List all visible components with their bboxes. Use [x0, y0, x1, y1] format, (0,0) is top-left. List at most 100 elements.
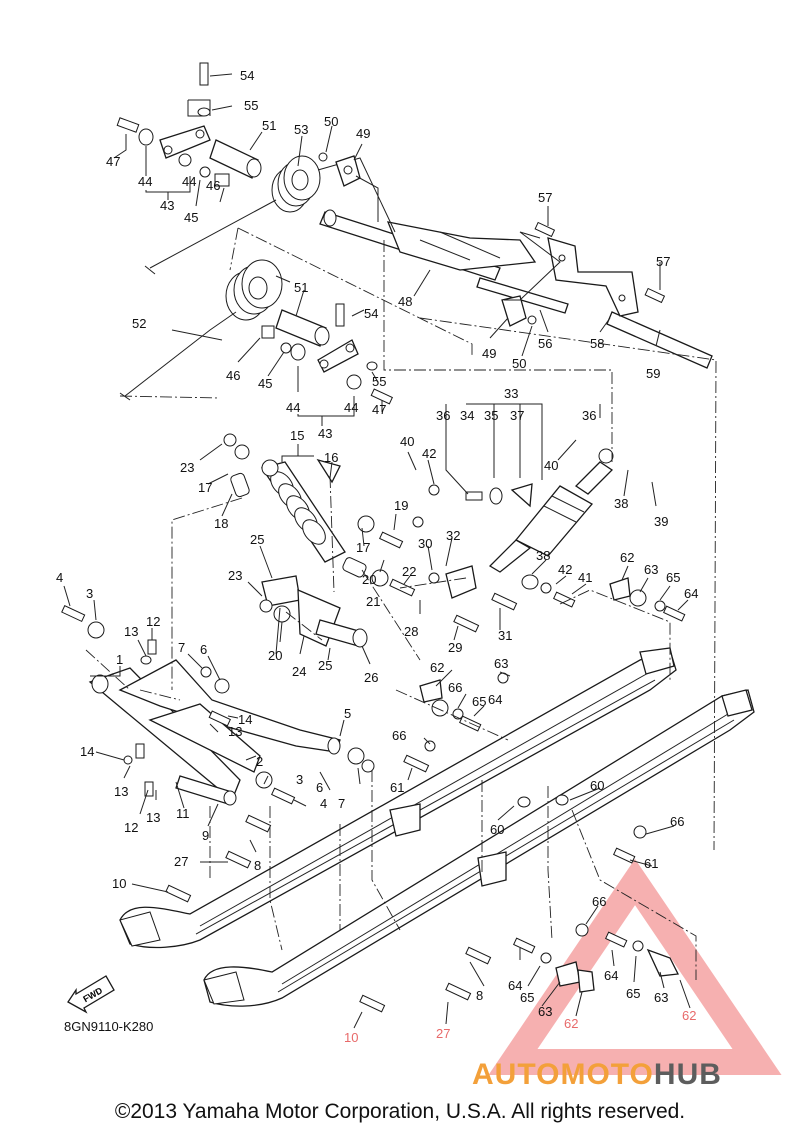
- slide-rail-left: [119, 647, 677, 949]
- callout-25: 25: [250, 532, 264, 547]
- callout-60: 60: [590, 778, 604, 793]
- callout-16: 16: [324, 450, 338, 465]
- callout-12: 12: [124, 820, 138, 835]
- callout-1: 1: [116, 652, 123, 667]
- callout-64: 64: [508, 978, 522, 993]
- callout-13: 13: [146, 810, 160, 825]
- callout-46: 46: [206, 178, 220, 193]
- callout-47: 47: [372, 402, 386, 417]
- callout-52: 52: [132, 316, 146, 331]
- callout-54: 54: [240, 68, 254, 83]
- rear-shock-absorber: [465, 448, 614, 573]
- rail-hardware: [165, 794, 679, 1013]
- callout-9: 9: [202, 828, 209, 843]
- callout-10: 10: [112, 876, 126, 891]
- callout-65: 65: [472, 694, 486, 709]
- callout-12: 12: [146, 614, 160, 629]
- callout-56: 56: [538, 336, 552, 351]
- callout-65: 65: [520, 990, 534, 1005]
- callout-13: 13: [124, 624, 138, 639]
- callout-7: 7: [178, 640, 185, 655]
- callout-31: 31: [498, 628, 512, 643]
- callout-66: 66: [592, 894, 606, 909]
- front-shock-absorber: [260, 458, 346, 563]
- callout-64: 64: [488, 692, 502, 707]
- callout-63: 63: [538, 1004, 552, 1019]
- fwd-arrow: FWD: [67, 975, 115, 1014]
- callout-38: 38: [614, 496, 628, 511]
- callout-64: 64: [604, 968, 618, 983]
- callout-61: 61: [644, 856, 658, 871]
- front-arm-assembly: [61, 605, 375, 806]
- callout-46: 46: [226, 368, 240, 383]
- callout-65: 65: [626, 986, 640, 1001]
- callout-3: 3: [86, 586, 93, 601]
- callout-53: 53: [294, 122, 308, 137]
- callout-62: 62: [682, 1008, 696, 1023]
- callout-33: 33: [504, 386, 518, 401]
- callout-14: 14: [80, 744, 94, 759]
- callout-2: 2: [256, 754, 263, 769]
- callout-23: 23: [228, 568, 242, 583]
- callout-54: 54: [364, 306, 378, 321]
- callout-51: 51: [294, 280, 308, 295]
- callout-37: 37: [510, 408, 524, 423]
- dashed-reference-lines: [85, 227, 717, 980]
- torsion-spring-right: [144, 155, 396, 275]
- callout-4: 4: [56, 570, 63, 585]
- leader-lines: [63, 73, 691, 1029]
- callout-25: 25: [318, 658, 332, 673]
- callout-36: 36: [582, 408, 596, 423]
- callout-3: 3: [296, 772, 303, 787]
- callout-20: 20: [268, 648, 282, 663]
- callout-13: 13: [228, 724, 242, 739]
- callout-60: 60: [490, 822, 504, 837]
- callout-63: 63: [644, 562, 658, 577]
- callout-11: 11: [176, 806, 190, 821]
- watermark-text: AUTOMOTOHUB: [472, 1058, 722, 1091]
- callout-24: 24: [292, 664, 306, 679]
- callout-28: 28: [404, 624, 418, 639]
- callout-17: 17: [356, 540, 370, 555]
- linkage-parts: [223, 433, 686, 773]
- callout-48: 48: [398, 294, 412, 309]
- callout-43: 43: [318, 426, 332, 441]
- callout-21: 21: [366, 594, 380, 609]
- callout-42: 42: [558, 562, 572, 577]
- callout-65: 65: [666, 570, 680, 585]
- callout-42: 42: [422, 446, 436, 461]
- callout-4: 4: [320, 796, 327, 811]
- callout-45: 45: [184, 210, 198, 225]
- callout-44: 44: [182, 174, 196, 189]
- callout-40: 40: [400, 434, 414, 449]
- callout-63: 63: [494, 656, 508, 671]
- callout-55: 55: [372, 374, 386, 389]
- callout-61: 61: [390, 780, 404, 795]
- callout-23: 23: [180, 460, 194, 475]
- callout-50: 50: [324, 114, 338, 129]
- callout-7: 7: [338, 796, 345, 811]
- callout-34: 34: [460, 408, 474, 423]
- callout-8: 8: [254, 858, 261, 873]
- callout-57: 57: [656, 254, 670, 269]
- slide-rail-right: [203, 689, 755, 1007]
- callout-8: 8: [476, 988, 483, 1003]
- callout-49: 49: [482, 346, 496, 361]
- callout-6: 6: [200, 642, 207, 657]
- callout-50: 50: [512, 356, 526, 371]
- callout-66: 66: [392, 728, 406, 743]
- callout-26: 26: [364, 670, 378, 685]
- callout-22: 22: [402, 564, 416, 579]
- callout-36: 36: [436, 408, 450, 423]
- callout-62: 62: [564, 1016, 578, 1031]
- callout-59: 59: [646, 366, 660, 381]
- callout-10: 10: [344, 1030, 358, 1045]
- torsion-spring-left: [119, 259, 291, 401]
- callout-49: 49: [356, 126, 370, 141]
- callout-41: 41: [578, 570, 592, 585]
- callout-58: 58: [590, 336, 604, 351]
- callout-38: 38: [536, 548, 550, 563]
- callout-19: 19: [394, 498, 408, 513]
- callout-13: 13: [114, 784, 128, 799]
